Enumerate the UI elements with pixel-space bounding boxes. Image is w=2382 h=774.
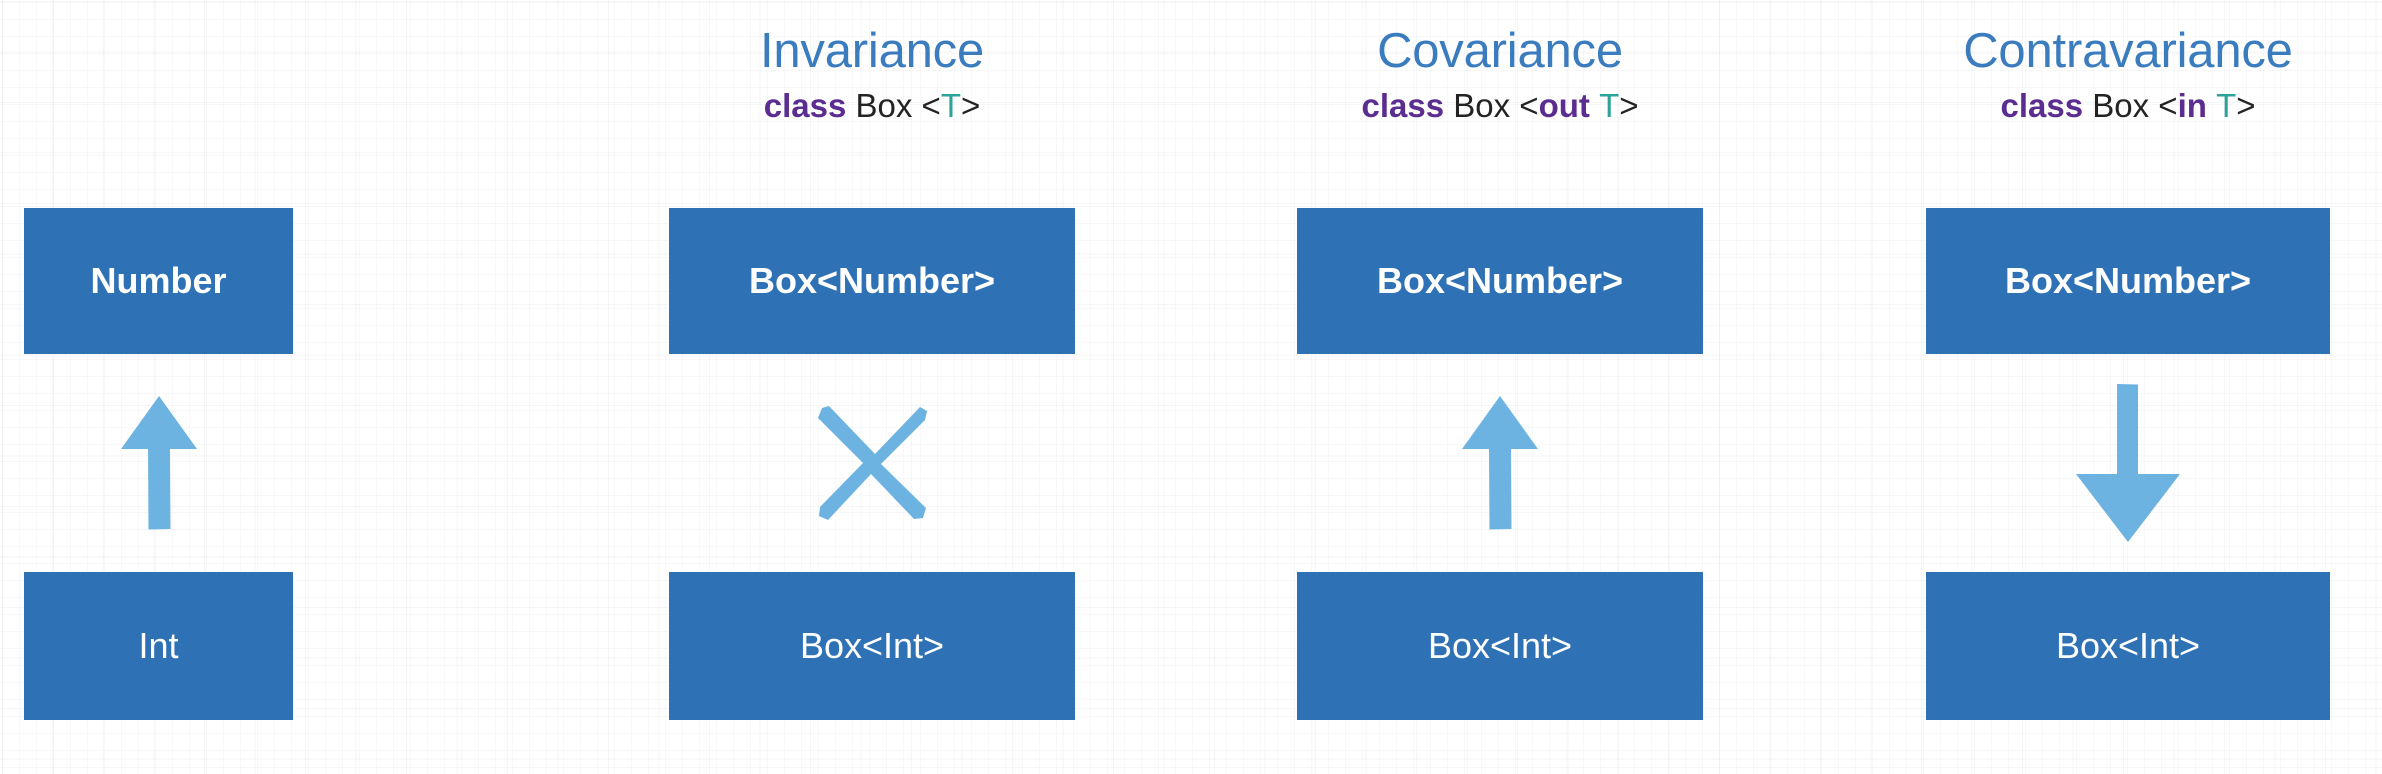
- variance-modifier-out: out: [1538, 87, 1590, 124]
- cross-mark-icon: [813, 404, 931, 522]
- type-parameter: T: [940, 87, 961, 124]
- type-parameter: T: [1599, 87, 1620, 124]
- type-box-box-int: Box<Int>: [669, 572, 1075, 720]
- close-angle-bracket: >: [960, 87, 981, 124]
- type-box-box-number: Box<Number>: [1297, 208, 1703, 354]
- relation-supertype-arrow: [1926, 354, 2330, 572]
- class-name: Box: [2092, 87, 2150, 124]
- relation-subtype-arrow: [1297, 354, 1703, 572]
- close-angle-bracket: >: [1619, 87, 1639, 124]
- type-box-box-int: Box<Int>: [1297, 572, 1703, 720]
- type-box-box-number: Box<Number>: [669, 208, 1075, 354]
- open-angle-bracket: <: [2158, 87, 2178, 124]
- signature-contravariance: class Box <in T>: [1926, 87, 2330, 124]
- keyword-class: class: [1361, 87, 1445, 124]
- column-covariance: Covariance class Box <out T> Box<Number>…: [1297, 0, 1703, 774]
- arrow-up-icon: [120, 395, 198, 531]
- variance-modifier-in: in: [2177, 87, 2207, 124]
- type-box-box-number: Box<Number>: [1926, 208, 2330, 354]
- type-parameter: T: [2216, 87, 2237, 124]
- column-plain-types: Number Int: [24, 0, 444, 774]
- heading-invariance: Invariance: [759, 24, 985, 78]
- type-box-number: Number: [24, 208, 293, 354]
- keyword-class: class: [763, 87, 847, 124]
- heading-covariance: Covariance: [1377, 24, 1623, 78]
- class-name: Box: [855, 87, 913, 124]
- open-angle-bracket: <: [1519, 87, 1539, 124]
- column-contravariance: Contravariance class Box <in T> Box<Numb…: [1926, 0, 2330, 774]
- keyword-class: class: [2000, 87, 2084, 124]
- relation-subtype-arrow: [24, 354, 293, 572]
- open-angle-bracket: <: [921, 87, 941, 124]
- signature-invariance: class Box <T>: [669, 87, 1075, 124]
- close-angle-bracket: >: [2236, 87, 2256, 124]
- class-name: Box: [1453, 87, 1511, 124]
- signature-covariance: class Box <out T>: [1297, 87, 1703, 124]
- type-box-int: Int: [24, 572, 293, 720]
- column-invariance: Invariance class Box <T> Box<Number> Box…: [669, 0, 1075, 774]
- heading-contravariance: Contravariance: [1963, 24, 2293, 78]
- arrow-down-icon: [2074, 382, 2182, 544]
- arrow-up-icon: [1461, 395, 1539, 531]
- type-box-box-int: Box<Int>: [1926, 572, 2330, 720]
- relation-no-subtype: [669, 354, 1075, 572]
